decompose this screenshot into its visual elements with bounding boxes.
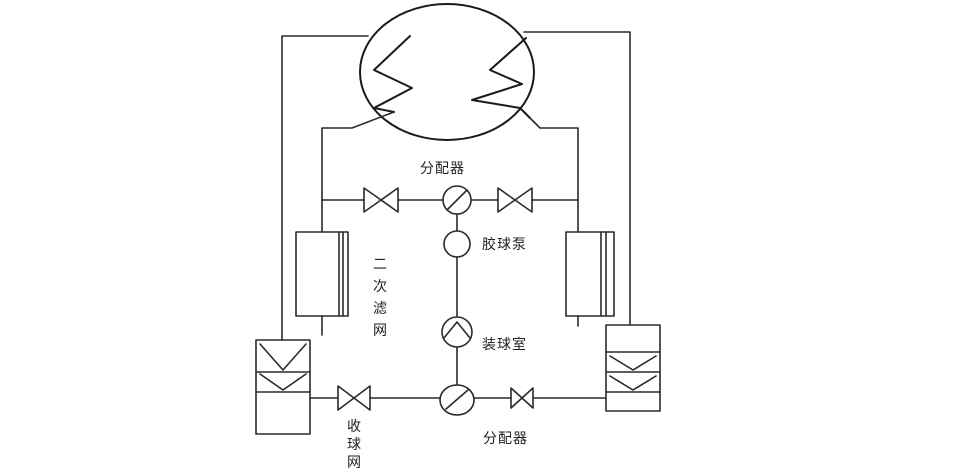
label-secondary-filter-char-4: 网 [373, 323, 387, 339]
right-collector-net [605, 324, 661, 412]
bottom-right-valve [510, 387, 534, 409]
right-net-v-2 [609, 375, 657, 391]
left-collector-net [255, 339, 311, 435]
condenser-right-tube [471, 37, 531, 119]
bottom-left-valve [337, 385, 371, 411]
label-secondary-filter-char-1: 二 [373, 257, 387, 273]
ball-collector-chevron [443, 321, 471, 339]
bottom-distributor [439, 384, 475, 416]
label-collector-net-char-2: 球 [347, 437, 361, 453]
label-ball-collector: 装球室 [482, 337, 527, 353]
right-condenser-outlet-pipe [529, 117, 579, 233]
label-secondary-filter-char-2: 次 [373, 279, 387, 295]
label-distributor-bottom: 分配器 [483, 431, 528, 447]
left-net-v-1 [259, 343, 307, 371]
top-right-valve [497, 187, 533, 213]
condenser-left-tube [373, 35, 413, 113]
label-secondary-filter-char-3: 滤 [373, 301, 387, 317]
label-distributor-top: 分配器 [420, 161, 465, 177]
label-collector-net: 收 球 网 [346, 418, 362, 472]
label-ball-pump: 胶球泵 [482, 237, 527, 253]
right-secondary-filter [565, 231, 615, 317]
label-secondary-filter: 二 次 滤 网 [372, 254, 388, 342]
top-left-valve [363, 187, 399, 213]
left-outer-pipe [281, 35, 369, 341]
left-net-v-2 [259, 373, 307, 391]
left-condenser-outlet-pipe [321, 111, 395, 233]
bottom-distributor-slash [445, 389, 469, 410]
right-net-v-1 [609, 355, 657, 371]
top-distributor-slash [446, 189, 468, 211]
label-collector-net-char-3: 网 [347, 455, 361, 471]
ball-pump [443, 230, 471, 258]
right-outer-pipe [523, 31, 631, 326]
left-secondary-filter [295, 231, 349, 317]
condenser-shell [359, 3, 535, 141]
label-collector-net-char-1: 收 [347, 419, 361, 435]
